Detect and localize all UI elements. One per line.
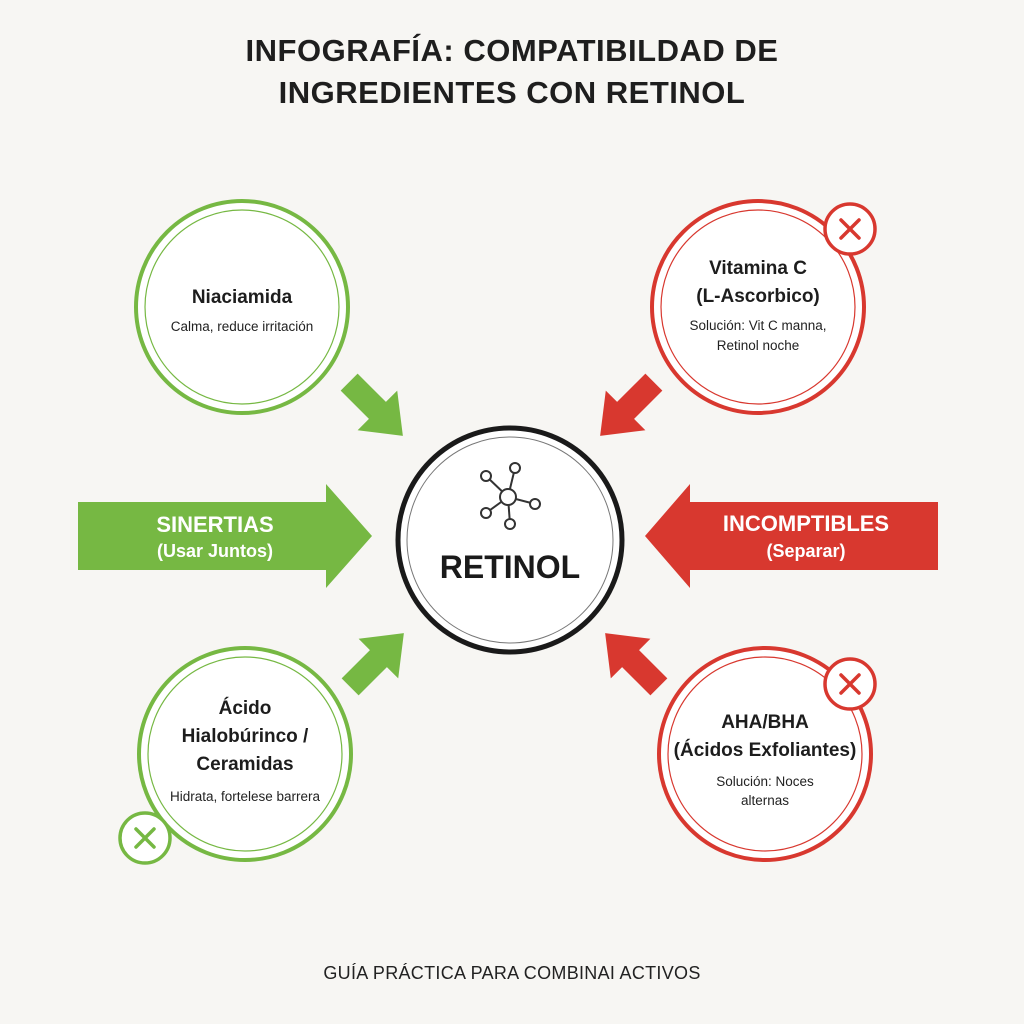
hyaluronic-title-line-3: Ceramidas	[196, 754, 293, 775]
aha-bha-desc-line-1: Solución: Noces	[716, 774, 814, 789]
niacinamide-node: Niaciamida Calma, reduce irritación	[134, 199, 350, 415]
incompatibles-subtitle: (Separar)	[766, 541, 845, 561]
aha-bha-title-line-1: AHA/BHA	[721, 712, 809, 733]
hyaluronic-title-line-1: Ácido	[219, 697, 272, 719]
incompatibles-band-arrow	[645, 484, 938, 588]
niacinamide-desc: Calma, reduce irritación	[171, 319, 314, 334]
close-icon	[118, 811, 172, 865]
footer-caption: GUÍA PRÁCTICA PARA COMBINAI ACTIVOS	[323, 963, 701, 983]
hyaluronic-desc: Hidrata, fortelese barrera	[170, 789, 321, 804]
title-line-2: INGREDIENTES CON RETINOL	[278, 75, 746, 110]
aha-bha-node: AHA/BHA (Ácidos Exfoliantes) Solución: N…	[657, 646, 873, 862]
page-title: INFOGRAFÍA: COMPATIBILDAD DE INGREDIENTE…	[0, 30, 1024, 114]
title-line-1: INFOGRAFÍA: COMPATIBILDAD DE	[245, 33, 779, 68]
retinol-label: RETINOL	[440, 549, 580, 585]
vitamin-c-desc-line-1: Solución: Vit C manna,	[689, 318, 826, 333]
aha-bha-title-line-2: (Ácidos Exfoliantes)	[674, 739, 857, 761]
arrow-hyaluronic-to-retinol	[341, 633, 404, 696]
synergies-band-arrow	[78, 484, 372, 588]
hyaluronic-title-line-2: Hialobúrinco /	[182, 726, 309, 747]
synergies-subtitle: (Usar Juntos)	[157, 541, 273, 561]
vitamin-c-title-line-1: Vitamina C	[709, 258, 807, 279]
vitamin-c-node: Vitamina C (L-Ascorbico) Solución: Vit C…	[650, 199, 866, 415]
incompatibles-title: INCOMPTIBLES	[723, 511, 889, 536]
vitamin-c-title-line-2: (L-Ascorbico)	[696, 286, 820, 307]
close-icon	[823, 202, 877, 256]
hyaluronic-node: Ácido Hialobúrinco / Ceramidas Hidrata, …	[137, 646, 353, 862]
close-icon	[823, 657, 877, 711]
retinol-node: RETINOL	[395, 425, 625, 655]
molecule-icon	[480, 462, 541, 530]
arrow-aha-bha-to-retinol	[605, 633, 668, 696]
niacinamide-title: Niaciamida	[192, 287, 293, 308]
aha-bha-desc-line-2: alternas	[741, 793, 789, 808]
synergies-title: SINERTIAS	[156, 512, 273, 537]
arrow-niacinamide-to-retinol	[340, 373, 403, 436]
vitamin-c-desc-line-2: Retinol noche	[717, 338, 800, 353]
arrow-vitamin-c-to-retinol	[600, 373, 663, 436]
